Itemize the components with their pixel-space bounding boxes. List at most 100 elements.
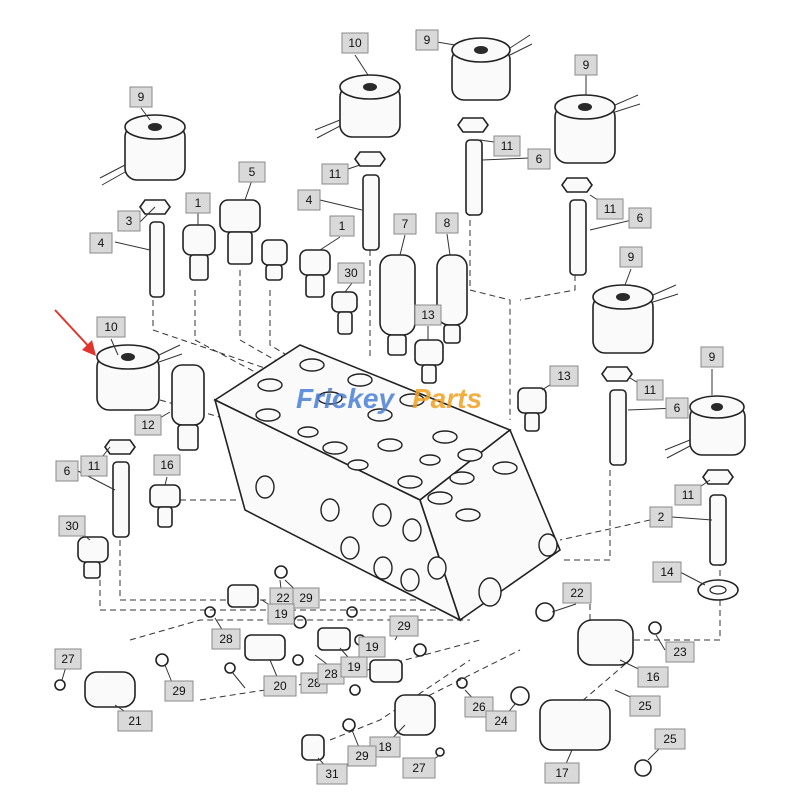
part-label: 11 [80, 455, 108, 477]
part-label: 11 [636, 379, 664, 401]
svg-text:22: 22 [570, 586, 584, 600]
coil-9-mid-right [592, 284, 679, 354]
part-label: 21 [117, 710, 153, 732]
part-label: 6 [665, 397, 689, 419]
svg-text:19: 19 [347, 660, 361, 674]
svg-text:9: 9 [583, 58, 590, 72]
svg-text:10: 10 [348, 36, 362, 50]
svg-text:11: 11 [644, 383, 657, 397]
part-label: 27 [402, 757, 436, 779]
part-label: 11 [493, 135, 521, 157]
svg-text:22: 22 [276, 591, 290, 605]
svg-text:16: 16 [646, 670, 660, 684]
svg-text:20: 20 [273, 679, 287, 693]
part-label: 11 [674, 484, 702, 506]
coil-10-left [96, 344, 183, 411]
svg-text:26: 26 [472, 700, 486, 714]
coil-9-left [99, 114, 186, 186]
part-label: 14 [652, 561, 682, 583]
part-label: 9 [700, 346, 724, 368]
part-label: 30 [337, 262, 365, 284]
svg-text:7: 7 [402, 217, 409, 231]
part-label: 6 [628, 207, 652, 229]
svg-text:19: 19 [274, 607, 288, 621]
part-label: 19 [358, 636, 386, 658]
svg-text:19: 19 [365, 640, 379, 654]
part-label: 11 [321, 163, 349, 185]
part-label: 6 [527, 148, 551, 170]
svg-text:11: 11 [329, 167, 342, 181]
svg-text:6: 6 [536, 152, 543, 166]
svg-text:17: 17 [555, 766, 569, 780]
part-label: 10 [96, 316, 126, 338]
svg-text:2: 2 [658, 510, 665, 524]
svg-text:9: 9 [138, 90, 145, 104]
part-label: 24 [485, 710, 517, 732]
svg-text:4: 4 [98, 236, 105, 250]
part-labels: 10 9 9 9 11 6 11 4 5 3 1 4 1 7 8 11 6 30… [54, 29, 724, 785]
svg-text:12: 12 [141, 418, 155, 432]
svg-text:11: 11 [501, 139, 514, 153]
part-label: 7 [393, 213, 417, 235]
part-label: 3 [117, 210, 141, 232]
part-label: 20 [263, 675, 297, 697]
svg-text:28: 28 [324, 667, 338, 681]
manifold-block [213, 344, 561, 622]
svg-text:25: 25 [663, 732, 677, 746]
coil-9-far-right [664, 395, 746, 459]
part-label: 19 [340, 656, 368, 678]
svg-text:6: 6 [674, 401, 681, 415]
part-label: 4 [89, 232, 113, 254]
svg-text:28: 28 [219, 632, 233, 646]
svg-text:30: 30 [65, 519, 79, 533]
coil-10-top [314, 74, 401, 139]
part-label: 1 [329, 215, 355, 237]
svg-text:14: 14 [660, 565, 674, 579]
svg-text:29: 29 [299, 591, 313, 605]
pointer-arrow [54, 309, 96, 356]
svg-text:6: 6 [637, 211, 644, 225]
svg-text:29: 29 [397, 619, 411, 633]
part-label: 29 [292, 587, 320, 609]
svg-text:11: 11 [682, 488, 695, 502]
watermark: Frickey Parts [296, 383, 482, 414]
part-label: 23 [665, 641, 695, 663]
part-label: 22 [562, 582, 592, 604]
part-label: 13 [549, 365, 579, 387]
svg-text:11: 11 [604, 202, 617, 216]
svg-text:13: 13 [421, 308, 435, 322]
svg-text:1: 1 [339, 219, 346, 233]
svg-text:5: 5 [249, 165, 256, 179]
part-label: 9 [574, 54, 598, 76]
svg-text:27: 27 [61, 652, 75, 666]
part-label: 16 [153, 454, 181, 476]
svg-text:16: 16 [160, 458, 174, 472]
watermark-text-1: Frickey [296, 383, 395, 414]
part-label: 28 [317, 663, 345, 685]
part-label: 6 [55, 460, 79, 482]
svg-text:27: 27 [412, 761, 426, 775]
svg-text:21: 21 [128, 714, 142, 728]
svg-text:23: 23 [673, 645, 687, 659]
part-label: 10 [341, 32, 369, 54]
part-label: 8 [435, 212, 459, 234]
svg-text:13: 13 [557, 369, 571, 383]
part-label: 28 [211, 628, 241, 650]
svg-text:10: 10 [104, 320, 118, 334]
svg-text:29: 29 [172, 684, 186, 698]
coil-9-top [451, 34, 533, 101]
watermark-text-2: Parts [412, 383, 482, 414]
svg-text:24: 24 [494, 714, 508, 728]
part-label: 11 [596, 198, 624, 220]
part-label: 31 [316, 763, 348, 785]
svg-text:4: 4 [306, 193, 313, 207]
svg-text:29: 29 [355, 749, 369, 763]
svg-text:11: 11 [88, 459, 101, 473]
part-label: 19 [267, 603, 295, 625]
svg-text:9: 9 [709, 350, 716, 364]
svg-text:3: 3 [126, 214, 133, 228]
part-label: 29 [347, 745, 377, 767]
svg-text:30: 30 [344, 266, 358, 280]
